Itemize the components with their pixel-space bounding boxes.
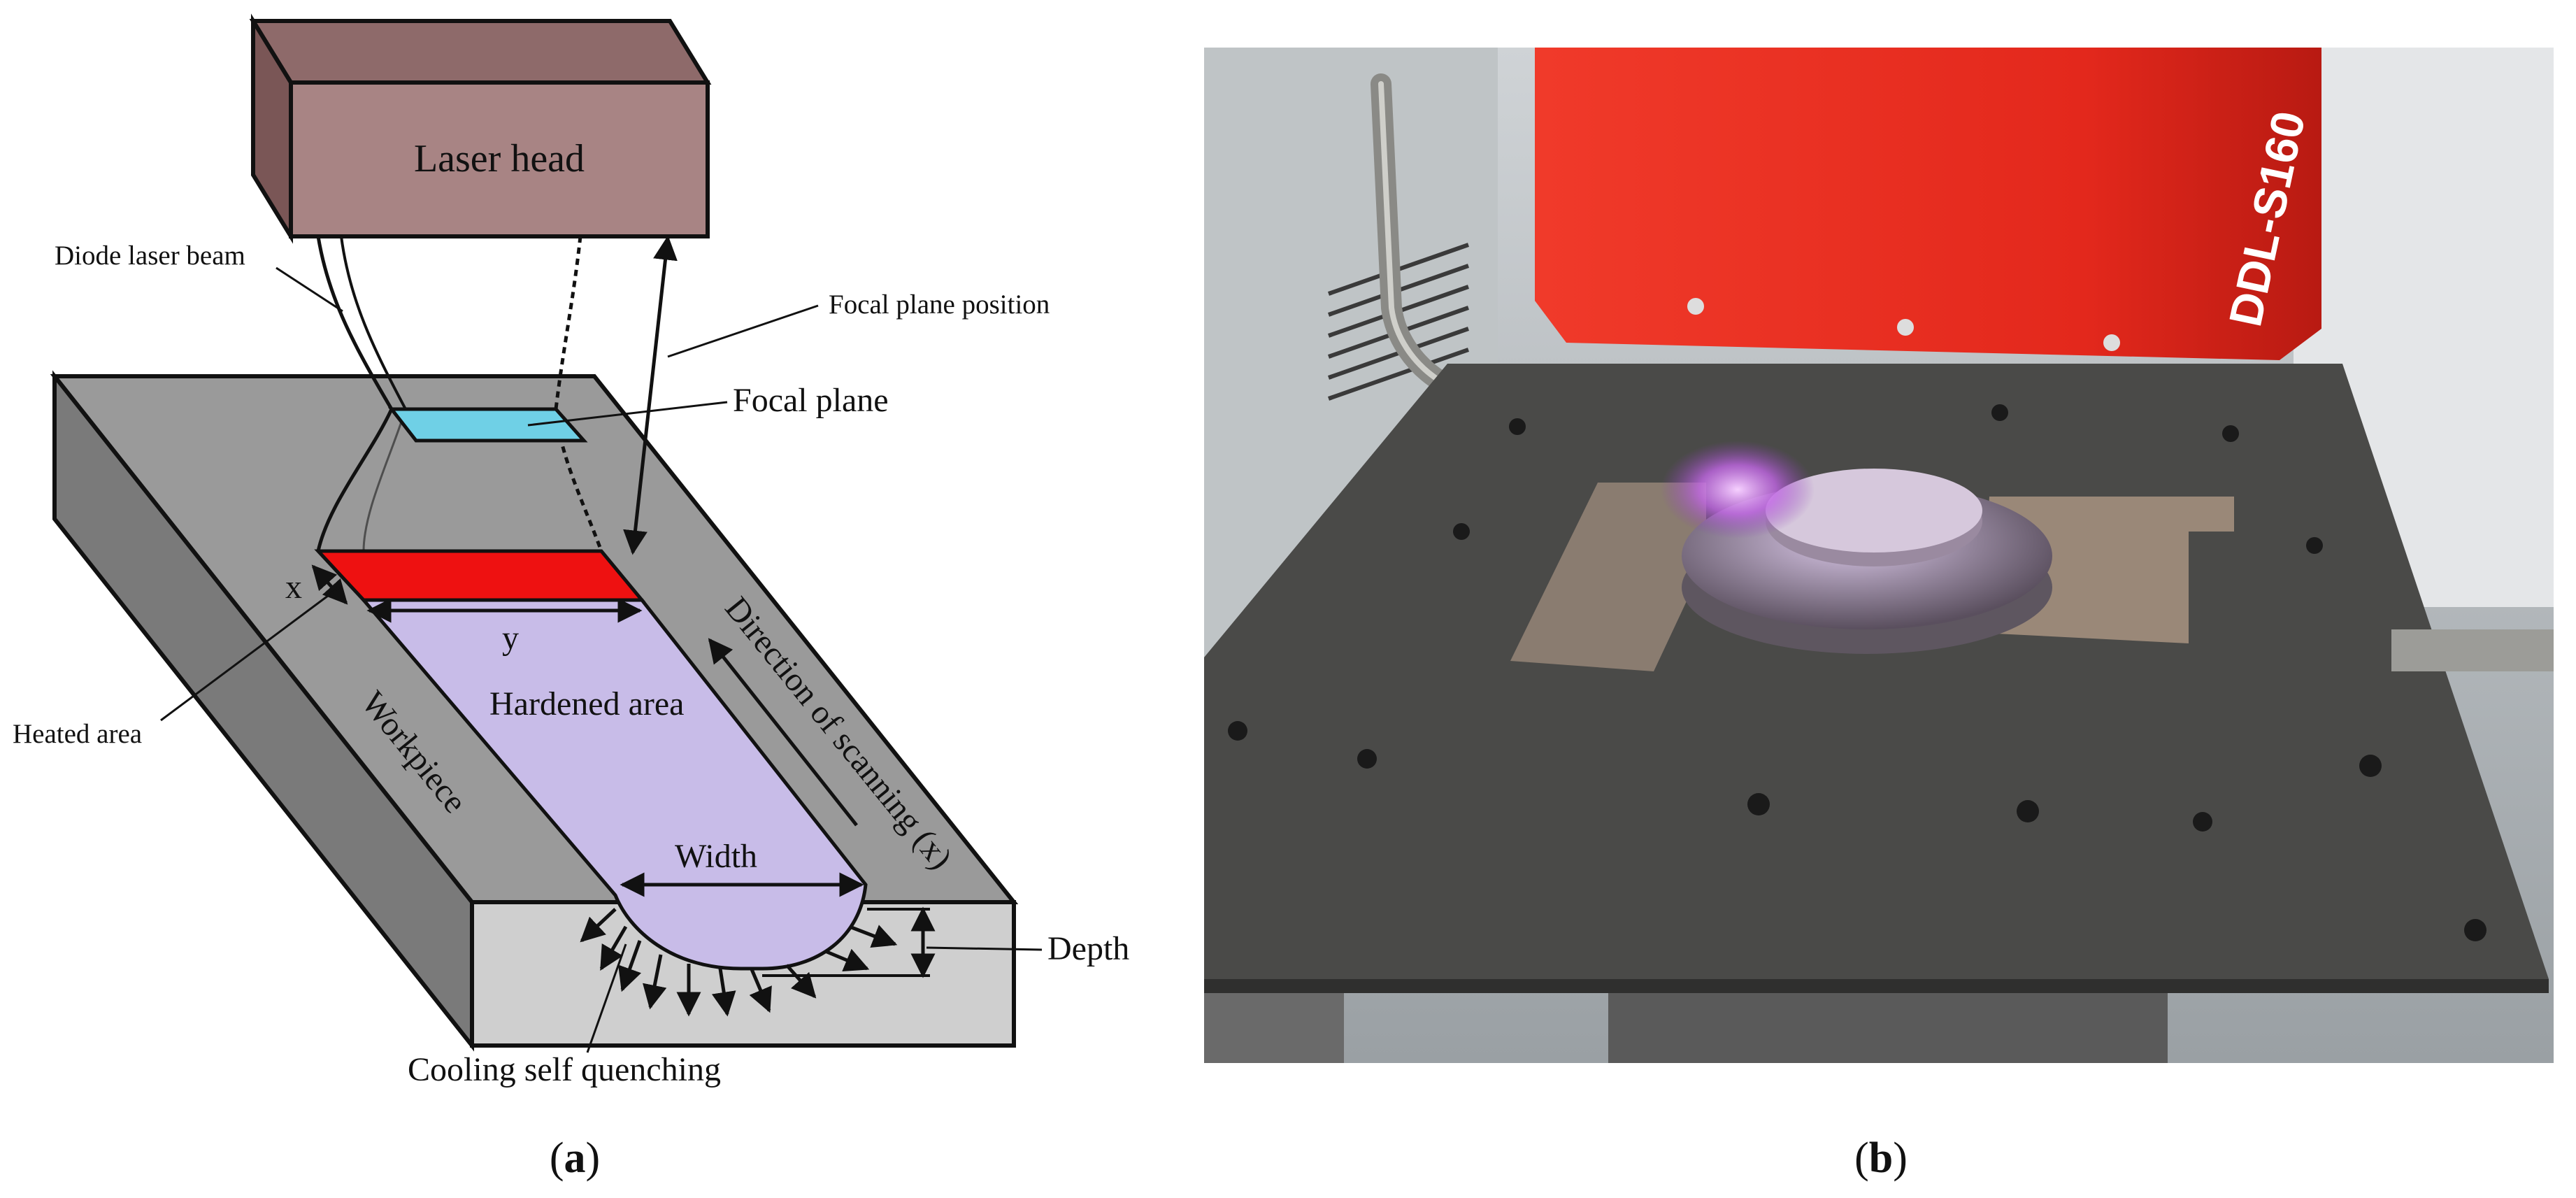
panel-b-photo: DDL-S160 [1204, 48, 2554, 1182]
leader-lines [160, 266, 1043, 1053]
caption-a: (a) [550, 1134, 600, 1182]
label-depth: Depth [1047, 930, 1129, 967]
laser-head: Laser head [249, 13, 712, 244]
label-focal-plane: Focal plane [733, 382, 889, 419]
heated-area [314, 549, 646, 602]
label-y: y [502, 620, 519, 657]
label-diode-laser-beam: Diode laser beam [55, 241, 245, 271]
caption-b: (b) [1854, 1134, 1908, 1182]
work-plate [1204, 364, 2549, 979]
label-hardened-area: Hardened area [489, 685, 684, 722]
focal-plane-position-arrow [623, 235, 678, 555]
label-heated-area: Heated area [13, 719, 142, 749]
laser-head-label: Laser head [414, 137, 585, 180]
laser-glow [1661, 441, 1815, 539]
x-arrow [311, 564, 348, 605]
red-laser-machine [1535, 48, 2321, 360]
label-focal-plane-position: Focal plane position [829, 290, 1050, 320]
label-width: Width [675, 838, 757, 875]
label-cooling: Cooling self quenching [408, 1051, 721, 1088]
label-x: x [285, 569, 302, 606]
cooling-arrows [580, 908, 898, 1017]
sample-right [1982, 497, 2234, 643]
scanning-direction-arrow [708, 638, 858, 827]
focal-plane [387, 407, 588, 443]
sample-left [1510, 483, 1706, 671]
panel-a-diagram: Laser head [13, 13, 1129, 1182]
